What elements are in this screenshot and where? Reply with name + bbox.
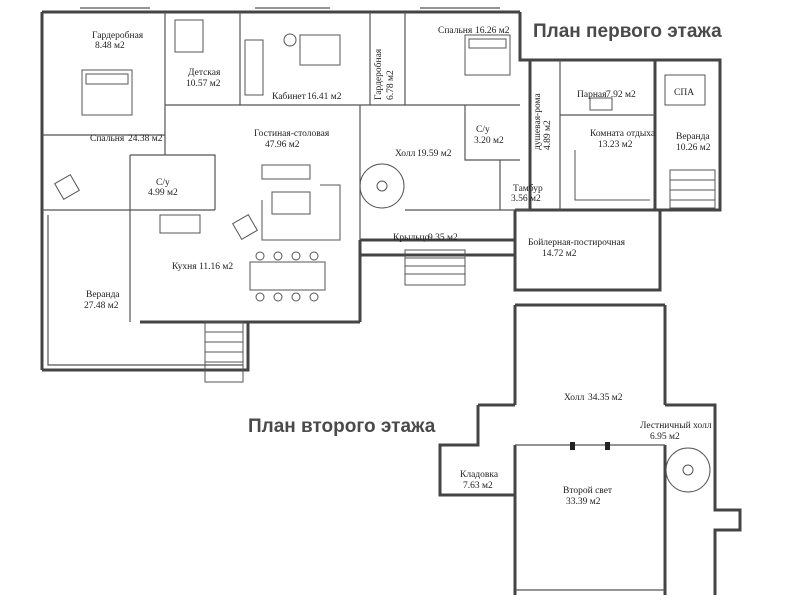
- room-area: 19.59 м2: [417, 149, 452, 159]
- room-name: С/у: [476, 125, 490, 135]
- room-name: Спальня: [438, 26, 473, 36]
- room-area: 6.78 м2: [386, 70, 396, 100]
- room-name: душевая-рома: [533, 93, 543, 150]
- room-name: Веранда: [86, 290, 120, 300]
- room-area: 27.48 м2: [84, 301, 119, 311]
- room-name: С/у: [156, 178, 170, 188]
- room-name: Гардеробная: [92, 30, 144, 41]
- room-name: Крыльцо: [393, 233, 430, 243]
- first-floor-furniture: [54, 19, 716, 383]
- room-area: 16.26 м2: [475, 26, 510, 36]
- second-floor-walls: [438, 303, 742, 595]
- room-name: Веранда: [676, 132, 710, 142]
- room-name: Комната отдыха: [590, 129, 656, 139]
- room-name: Холл: [564, 393, 585, 403]
- room-area: 33.39 м2: [566, 497, 601, 507]
- room-area: 7.92 м2: [606, 90, 636, 100]
- room-name: Гардеробная: [373, 48, 384, 100]
- room-area: 3.20 м2: [474, 136, 504, 146]
- room-area: 24.38 м2: [128, 134, 163, 144]
- dining-chairs: [255, 251, 319, 302]
- room-area: 10.26 м2: [676, 143, 711, 153]
- room-name: Спальня: [90, 134, 125, 144]
- room-name: Лестничный холл: [640, 420, 712, 431]
- room-area: 13.23 м2: [598, 140, 633, 150]
- room-area: 6.95 м2: [650, 432, 680, 442]
- room-name: Кухня: [172, 262, 197, 272]
- first-floor-walls: [40, 7, 722, 372]
- room-name: Кабинет: [272, 91, 307, 102]
- room-area: 14.72 м2: [542, 249, 577, 259]
- room-name: Парная: [577, 90, 607, 100]
- room-name: Холл: [395, 149, 416, 159]
- first-floor-title: План первого этажа: [533, 21, 722, 42]
- room-area: 8.48 м2: [95, 41, 125, 51]
- room-area: 9.35 м2: [428, 233, 458, 243]
- second-floor-title: План второго этажа: [248, 416, 436, 437]
- room-area: 47.96 м2: [265, 140, 300, 150]
- room-area: 16.41 м2: [307, 92, 342, 102]
- room-name: Бойлерная-постирочная: [528, 237, 626, 248]
- room-name: Детская: [188, 68, 221, 78]
- room-name: Второй свет: [563, 485, 613, 496]
- room-area: 7.63 м2: [463, 481, 493, 491]
- room-name: Тамбур: [513, 183, 543, 194]
- room-area: 10.57 м2: [186, 79, 221, 89]
- room-area: 3.56 м2: [511, 194, 541, 204]
- room-area: 4.89 м2: [543, 120, 553, 150]
- room-area: 34.35 м2: [588, 393, 623, 403]
- room-name: Кладовка: [460, 470, 499, 480]
- spa-label: СПА: [674, 88, 694, 98]
- room-name: Гостиная-столовая: [254, 129, 330, 139]
- room-area: 4.99 м2: [148, 188, 178, 198]
- room-area: 11.16 м2: [199, 262, 233, 272]
